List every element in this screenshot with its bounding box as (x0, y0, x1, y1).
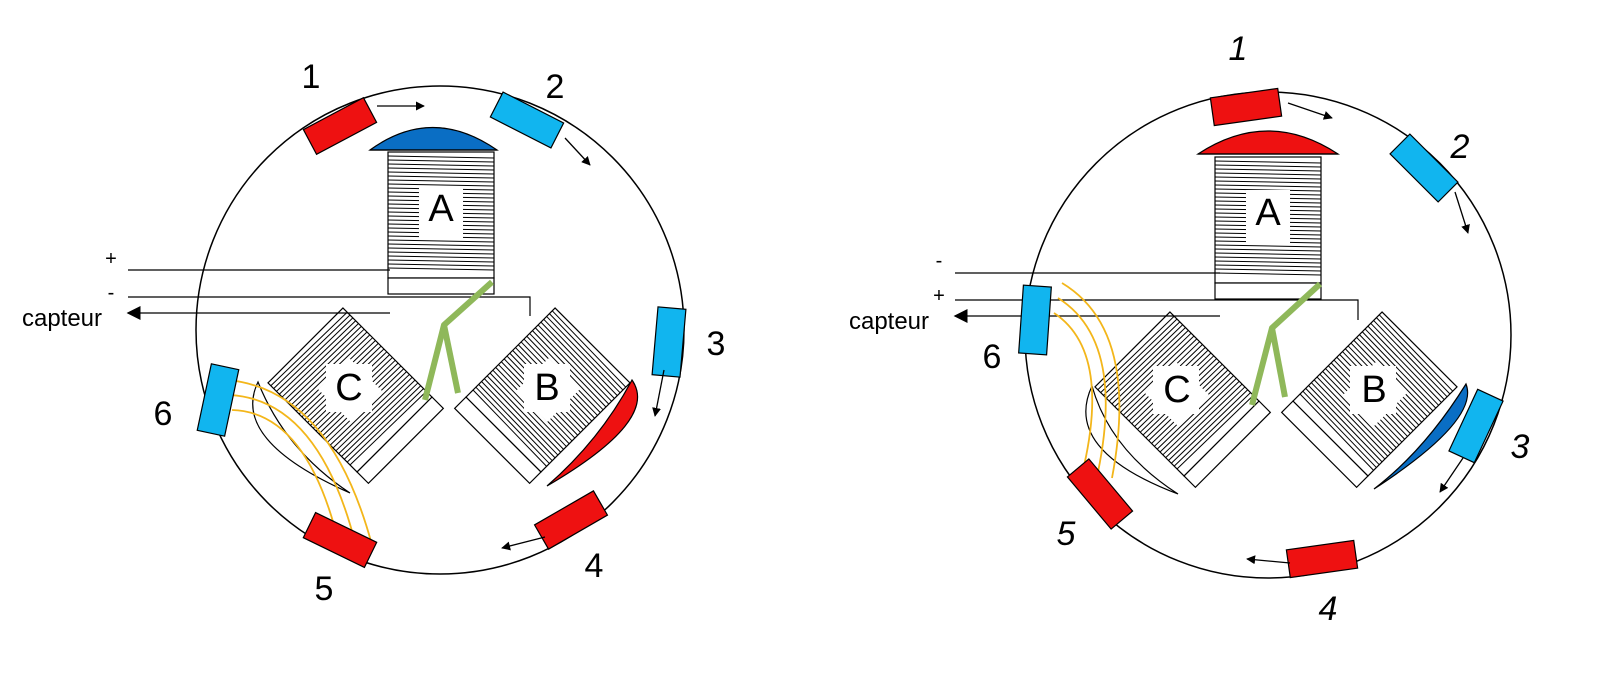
sign-top: + (105, 248, 117, 270)
magnet-2 (1389, 133, 1459, 203)
magnet-label-5: 5 (315, 570, 334, 608)
wire-minus (128, 296, 531, 316)
magnet-4 (1285, 539, 1359, 579)
magnet-label-4: 4 (1319, 590, 1338, 628)
field-lines (227, 379, 373, 546)
magnet-label-6: 6 (154, 395, 173, 433)
magnet-label-6: 6 (983, 338, 1002, 376)
pole-a (368, 127, 499, 151)
sign-top: - (936, 250, 943, 272)
pole-b (546, 378, 639, 487)
magnet-label-2: 2 (1450, 128, 1470, 166)
coil-b-label: B (534, 367, 559, 409)
pole-a (1195, 130, 1341, 155)
coil-b-label: B (1361, 369, 1386, 411)
magnet-3 (651, 306, 687, 378)
magnet-label-4: 4 (585, 547, 604, 585)
magnet-label-2: 2 (546, 68, 565, 106)
sign-bottom: - (108, 282, 115, 304)
magnet-label-5: 5 (1057, 515, 1076, 553)
pole-b (1373, 382, 1469, 490)
magnet-1 (302, 97, 378, 155)
right-motor: A B C 1 2 3 4 5 6 - + capteur (849, 30, 1530, 628)
left-motor: A B C 1 2 3 4 5 6 + - capteur (22, 58, 725, 608)
coil-a-label: A (428, 188, 454, 230)
magnet-6 (1018, 284, 1052, 356)
coil-c-label: C (1163, 369, 1190, 411)
pole-c (252, 380, 351, 494)
magnet-label-1: 1 (302, 58, 321, 96)
rotation-arrows (377, 101, 665, 551)
rotation-arrows (1246, 102, 1470, 565)
magnet-label-1: 1 (1229, 30, 1248, 68)
sign-bottom: + (933, 285, 945, 307)
magnet-6 (196, 363, 240, 437)
magnet-label-3: 3 (707, 325, 726, 363)
sensor-label: capteur (22, 305, 102, 332)
coil-c-label: C (335, 367, 362, 409)
magnet-label-3: 3 (1511, 428, 1530, 466)
coil-a-label: A (1255, 192, 1281, 234)
wire-plus (955, 299, 1359, 320)
magnet-4 (533, 490, 609, 550)
field-lines (1053, 282, 1121, 479)
magnet-5 (1066, 458, 1134, 530)
sensor-label: capteur (849, 308, 929, 335)
magnet-1 (1209, 87, 1283, 127)
